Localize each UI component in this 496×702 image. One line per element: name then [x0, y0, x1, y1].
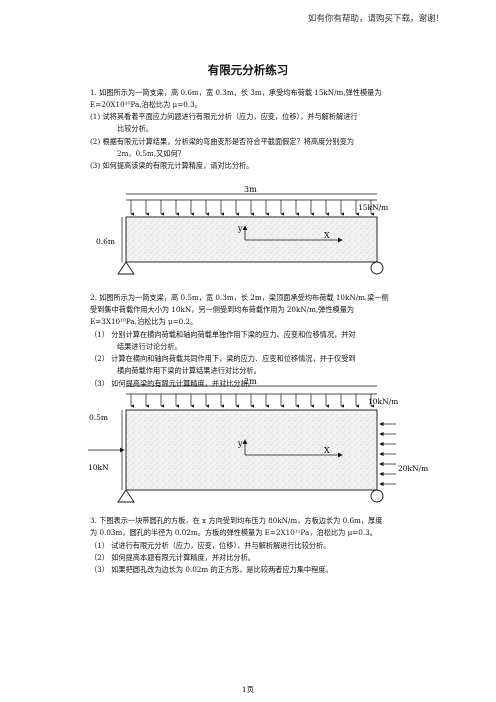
problem-1-line: 1. 如图所示为一简支梁，高 0.6m，宽 0.3m，长 3m，承受均布荷载 1… [90, 88, 382, 97]
problem-2-line: 2. 如图所示为一简支梁，高 0.5m，宽 0.3m，长 2m，梁顶面承受均布荷… [90, 293, 389, 302]
problem-1-line: (3) 如何提高该梁的有限元计算精度，请对比分析。 [90, 161, 254, 170]
length-label: 3m [244, 185, 257, 194]
problem-2-line: （3） 如何提高梁的有限元计算精度，并对比分析。 [90, 379, 255, 388]
problem-1-line: 2m，0.5m,又如何？ [117, 149, 185, 158]
side-load-arrows [379, 421, 396, 487]
problem-2-line: 结果进行讨论分析。 [117, 342, 182, 351]
x-axis-label: X [324, 231, 330, 240]
problem-1-line: E=20X10¹⁰Pa,泊松比为 μ=0.3。 [90, 100, 202, 109]
roller-support [370, 489, 384, 503]
distributed-load-arrows [130, 394, 375, 408]
height-label: 0.6m [96, 237, 115, 246]
roller-support [370, 261, 384, 275]
pin-support [117, 489, 135, 503]
load-label: 10kN/m [368, 397, 398, 406]
length-label: 2m [244, 377, 257, 386]
problem-3-line: （1） 试进行有限元分析（应力，应变，位移），并与解析解进行比较分析。 [90, 541, 331, 550]
problem-1-line: 比较分析。 [117, 124, 153, 133]
height-label: 0.5m [89, 413, 108, 422]
distributed-load-arrows [130, 200, 375, 216]
problem-2-line: （2） 计算在横向和轴向荷载共同作用下，梁的应力、应变和位移情况，并于仅受到 [90, 354, 356, 363]
problem-2-line: 受到集中荷载作用大小为 10kN，另一侧受到均布荷载作用为 20kN/m,弹性模… [90, 305, 355, 314]
problem-2-line: （1） 分别计算在横向荷载和轴向荷载单独作用下梁的应力、应变和位移情况，并对 [90, 330, 356, 339]
problem-3-line: 3. 下图表示一块带圆孔的方板，在 x 方向受到均布压力 80kN/m，方板边长… [90, 516, 383, 525]
page-number: 1页 [241, 685, 255, 694]
problem-1-line: (2) 根据有限元计算结果，分析梁的弯曲变形是否符合平截面假定？将高度分别变为 [90, 137, 355, 146]
problem-1-line: (1) 试将其看着平面应力问题进行有限元分析（应力，应变，位移），并与解析解进行 [90, 112, 358, 121]
y-axis-label: y [237, 224, 243, 233]
x-axis-label: X [324, 446, 330, 455]
load-label: 15kN/m [358, 203, 388, 212]
y-axis-label: y [237, 439, 243, 448]
page-title: 有限元分析练习 [207, 63, 289, 77]
problem-2-line: E=3X10¹⁰Pa,泊松比为 μ=0.2。 [90, 317, 198, 326]
side-load-label: 20kN/m [398, 464, 428, 473]
problem-3-line: （2） 如何提高本题有限元计算精度，并对比分析。 [90, 553, 255, 562]
pin-support [117, 261, 135, 275]
point-load-label: 10kN [88, 463, 109, 472]
header-note: 如有你有帮助，请购买下载，谢谢！ [307, 14, 444, 24]
problem-3-line: 为 0.03m，圆孔的半径为 0.02m。方板的弹性模量为 E=2X10¹¹Pa… [90, 528, 377, 537]
problem-2-line: 横向荷载作用下梁的计算结果进行对比分析。 [117, 366, 261, 375]
beam-body [125, 216, 378, 263]
problem-3-line: （3） 如果把圆孔改为边长为 0.02m 的正方形，是比较两者应力集中程度。 [90, 565, 333, 574]
beam-body [125, 409, 378, 491]
